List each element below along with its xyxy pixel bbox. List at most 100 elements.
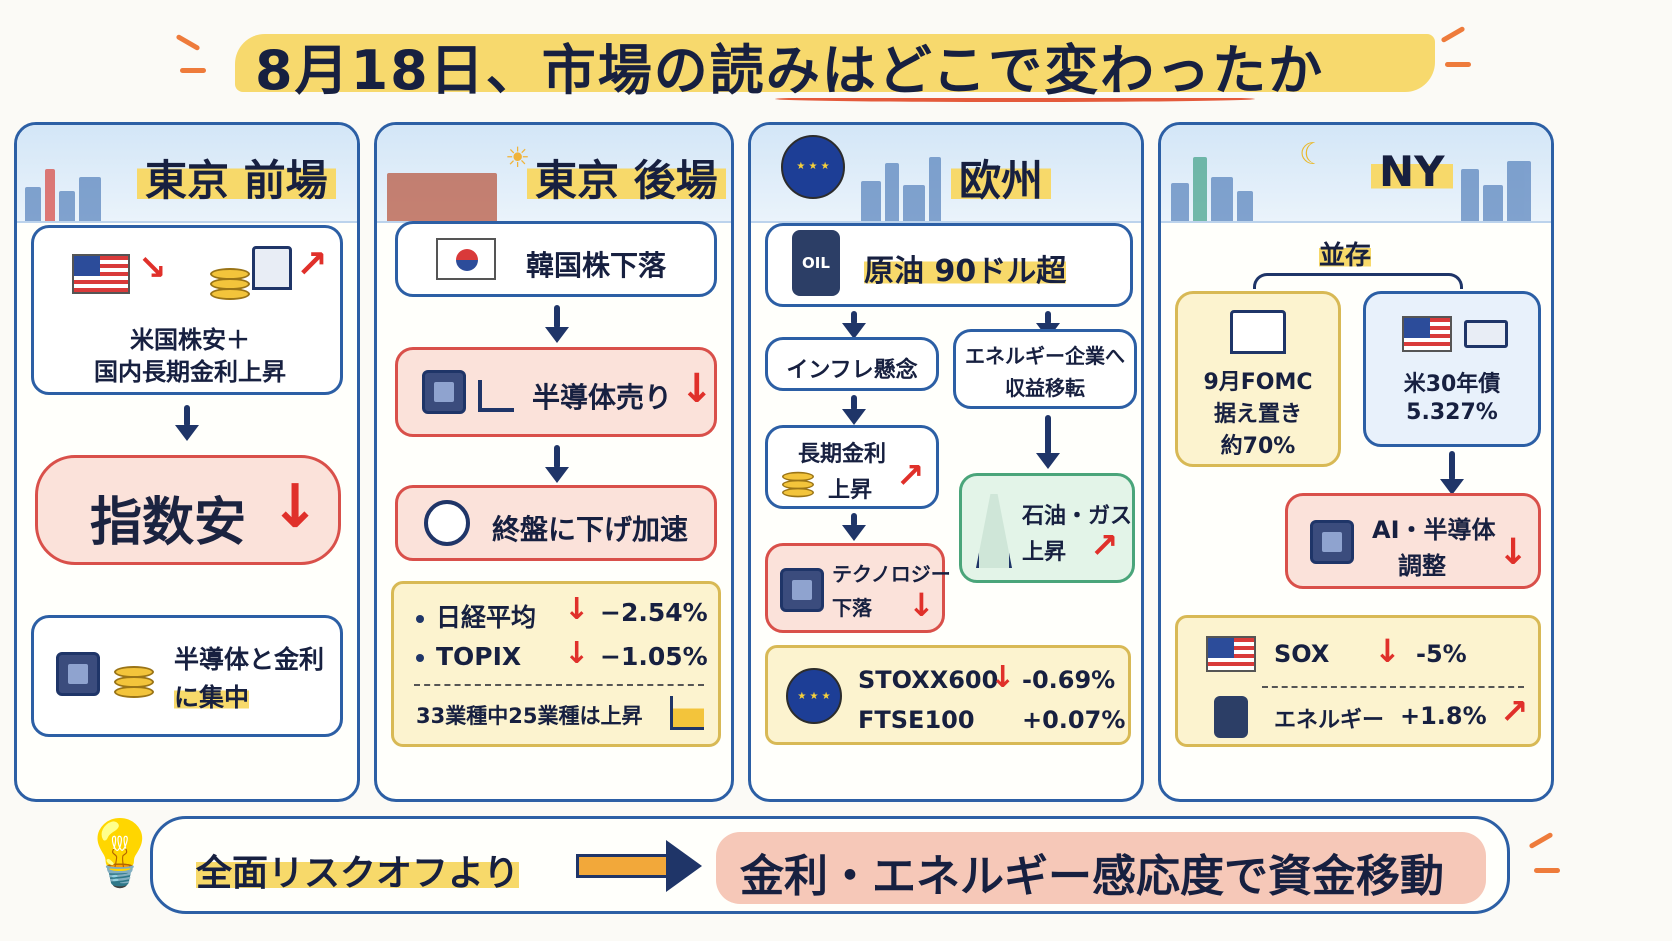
- stat-value: -5%: [1416, 640, 1467, 668]
- rates-text-2: 上昇: [828, 478, 873, 503]
- oil-rig-icon: [976, 494, 1012, 568]
- inflation-box: インフレ懸念: [765, 337, 939, 391]
- divider: [1262, 686, 1524, 688]
- step-text: 韓国株下落: [526, 249, 667, 282]
- column-ny: ☾ NY 並存 9月FOMC 据え置き 約70% 米30年債 5.327% AI…: [1158, 122, 1554, 802]
- spark-decoration: [1440, 25, 1466, 44]
- stat-name: FTSE100: [858, 706, 975, 734]
- stat-value: +0.07%: [1022, 706, 1126, 734]
- stats-note: SOX ↓ -5% エネルギー +1.8% ↗: [1175, 615, 1541, 747]
- coexist-label: 並存: [1319, 235, 1372, 272]
- spark-decoration: [175, 33, 201, 52]
- divider: [414, 684, 704, 686]
- rising-arrow-icon: ↗: [896, 456, 925, 496]
- focus-text-2: に集中: [174, 678, 250, 714]
- result-text: 指数安: [90, 493, 247, 553]
- coins-icon: [782, 471, 814, 502]
- column-tokyo-pm: ☀ 東京 後場 韓国株下落 半導体売り ↓ 終盤に下げ加速 日経平均 ↓ −2.…: [374, 122, 734, 802]
- conclusion-highlight: [716, 832, 1486, 904]
- oil-gas-text-1: 石油・ガス: [1022, 504, 1133, 529]
- stat-value: +1.8%: [1400, 702, 1487, 730]
- spark-decoration: [1445, 62, 1471, 67]
- oil-barrel-icon: [1214, 696, 1248, 738]
- down-arrow-head: [842, 525, 866, 541]
- down-arrow-head: [1036, 453, 1060, 469]
- stat-value: −2.54%: [600, 598, 708, 627]
- column-europe: 欧州 OIL 原油 90ドル超 インフレ懸念 エネルギー企業へ 収益移転 長期金…: [748, 122, 1144, 802]
- ai-text-1: AI・半導体: [1372, 516, 1496, 544]
- tech-box: テクノロジー 下落 ↓: [765, 543, 951, 633]
- oil-gas-box: 石油・ガス 上昇 ↗: [959, 473, 1135, 583]
- eu-flag-icon: [786, 668, 842, 724]
- bond-text-2: 5.327%: [1406, 400, 1498, 425]
- fomc-box: 9月FOMC 据え置き 約70%: [1175, 291, 1341, 467]
- rising-arrow-icon: ↗: [296, 242, 328, 286]
- stat-name: 日経平均: [436, 603, 537, 632]
- column-title: 東京 後場: [527, 147, 726, 208]
- column-header: ☀ 東京 後場: [377, 125, 731, 223]
- down-arrow: [1045, 311, 1051, 325]
- rates-text-1: 長期金利: [798, 442, 887, 467]
- down-arrow: [851, 395, 857, 411]
- tech-text-2: 下落: [832, 596, 872, 620]
- spark-decoration: [1528, 831, 1554, 850]
- stat-row: 日経平均: [416, 598, 536, 634]
- right-arrow-head: [666, 840, 702, 892]
- down-arrow-icon: ↓: [270, 472, 321, 542]
- fomc-text-2: 据え置き: [1213, 402, 1302, 427]
- rising-bar-chart-icon: [670, 696, 704, 730]
- spark-decoration: [180, 68, 206, 73]
- stat-row: TOPIX: [416, 642, 521, 671]
- us-flag-icon: [72, 254, 130, 294]
- fomc-text-3: 約70%: [1220, 434, 1296, 459]
- tokyo-skyline-icon: [25, 151, 101, 221]
- chip-icon: [780, 568, 824, 612]
- coins-icon: [210, 268, 250, 306]
- coins-icon: [114, 666, 154, 704]
- energy-transfer-text-1: エネルギー企業へ: [965, 344, 1125, 368]
- conclusion-to: 金利・エネルギー感応度で資金移動: [740, 851, 1444, 902]
- step-box-semis: 半導体売り ↓: [395, 347, 717, 437]
- focus-text-1: 半導体と金利: [174, 645, 325, 674]
- down-arrow: [184, 405, 190, 427]
- down-arrow-icon: ↓: [564, 636, 590, 671]
- down-arrow-icon: ↓: [680, 366, 714, 412]
- step-text: 半導体売り: [532, 381, 673, 414]
- step-box-korea: 韓国株下落: [395, 221, 717, 297]
- down-arrow-head: [545, 327, 569, 343]
- ai-text-2: 調整: [1398, 552, 1446, 580]
- us-flag-icon: [1206, 636, 1256, 672]
- rates-box: 長期金利 上昇 ↗: [765, 425, 939, 509]
- europe-skyline-icon: [861, 151, 941, 221]
- rising-arrow-icon: ↗: [1500, 692, 1529, 732]
- focus-box: 半導体と金利 に集中: [31, 615, 343, 737]
- clock-icon: [424, 500, 470, 546]
- step-box-accelerate: 終盤に下げ加速: [395, 485, 717, 561]
- column-header: 欧州: [751, 125, 1141, 223]
- tech-text-1: テクノロジー: [832, 562, 951, 586]
- cause-text-1: 米国株安＋: [130, 326, 250, 354]
- down-arrow: [1449, 451, 1455, 481]
- down-arrow-icon: ↓: [908, 586, 935, 624]
- bond-note-icon: [1464, 320, 1508, 348]
- column-tokyo-am: 東京 前場 ↘ ↗ 米国株安＋ 国内長期金利上昇 指数安 ↓ 半導体と金利 に集…: [14, 122, 360, 802]
- spark-decoration: [1534, 868, 1560, 873]
- column-header: ☾ NY: [1161, 125, 1551, 223]
- ny-skyline-icon: [1461, 151, 1531, 221]
- down-arrow-head: [842, 323, 866, 339]
- cause-box: ↘ ↗ 米国株安＋ 国内長期金利上昇: [31, 225, 343, 395]
- us-flag-icon: [1402, 316, 1452, 352]
- energy-transfer-box: エネルギー企業へ 収益移転: [953, 329, 1137, 409]
- oil-box: OIL 原油 90ドル超: [765, 223, 1133, 307]
- chip-icon: [1310, 520, 1354, 564]
- down-arrow-icon: ↓: [564, 592, 590, 627]
- cause-text-2: 国内長期金利上昇: [94, 358, 286, 386]
- korea-flag-icon: [436, 238, 496, 280]
- column-title: 東京 前場: [137, 147, 336, 208]
- page-title: 8月18日、市場の読みはどこで変わったか: [255, 39, 1325, 102]
- down-arrow-icon: ↓: [990, 660, 1016, 695]
- conclusion-bar: 💡 全面リスクオフより 金利・エネルギー感応度で資金移動: [0, 810, 1672, 930]
- rising-arrow-icon: ↗: [1090, 526, 1119, 566]
- down-arrow: [851, 513, 857, 527]
- bar-chart-icon: [478, 380, 514, 412]
